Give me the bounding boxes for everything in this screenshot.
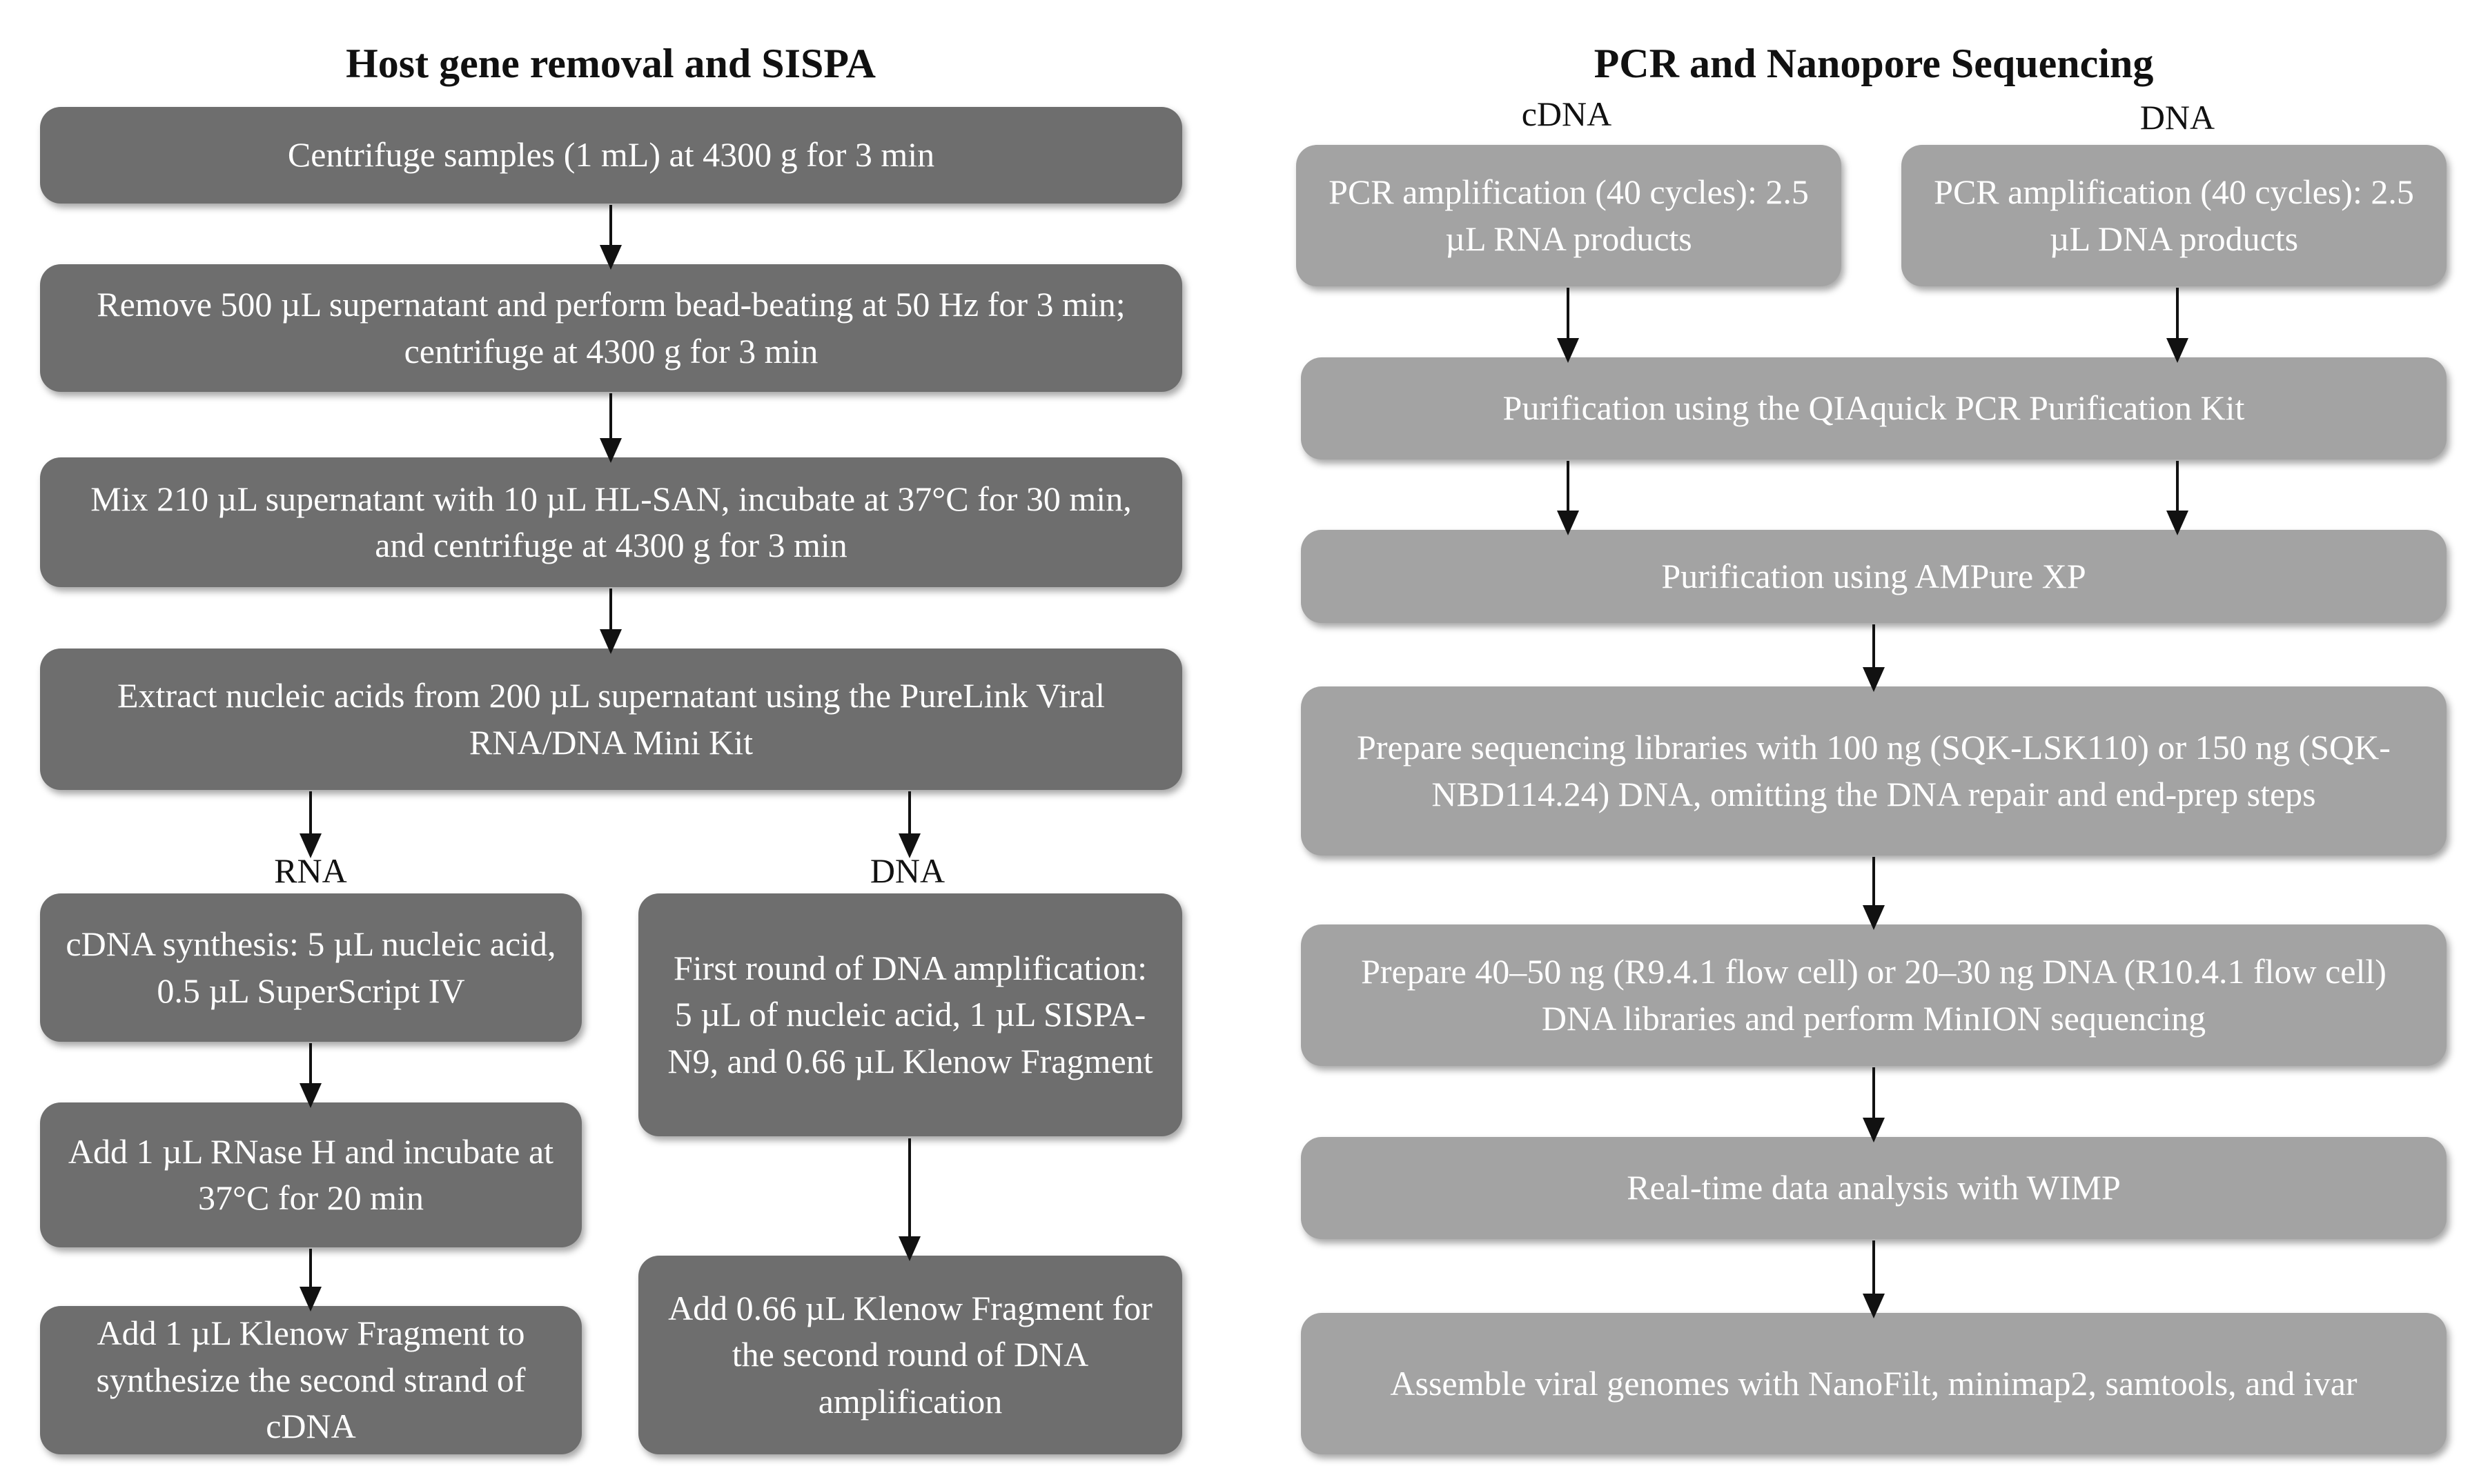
step-klenow-second-strand: Add 1 µL Klenow Fragment to synthesize t… (40, 1306, 582, 1454)
step-second-round-dna-amplification: Add 0.66 µL Klenow Fragment for the seco… (638, 1256, 1182, 1454)
step-wimp-analysis: Real-time data analysis with WIMP (1301, 1137, 2447, 1239)
step-assemble-viral-genomes: Assemble viral genomes with NanoFilt, mi… (1301, 1313, 2447, 1454)
step-rnase-h: Add 1 µL RNase H and incubate at 37°C fo… (40, 1102, 582, 1247)
step-hl-san-incubation: Mix 210 µL supernatant with 10 µL HL-SAN… (40, 457, 1182, 587)
step-bead-beating: Remove 500 µL supernatant and perform be… (40, 264, 1182, 392)
step-extract-nucleic-acids: Extract nucleic acids from 200 µL supern… (40, 649, 1182, 790)
step-qiaquick-purification: Purification using the QIAquick PCR Puri… (1301, 357, 2447, 459)
cdna-column-label: cDNA (1521, 95, 1612, 133)
step-prepare-sequencing-libraries: Prepare sequencing libraries with 100 ng… (1301, 686, 2447, 855)
step-pcr-amplification-rna: PCR amplification (40 cycles): 2.5 µL RN… (1296, 145, 1841, 286)
dna-column-label: DNA (2139, 98, 2215, 137)
step-pcr-amplification-dna: PCR amplification (40 cycles): 2.5 µL DN… (1901, 145, 2447, 286)
rna-branch-label: RNA (274, 851, 347, 890)
step-first-round-dna-amplification: First round of DNA amplification: 5 µL o… (638, 893, 1182, 1136)
step-ampure-purification: Purification using AMPure XP (1301, 530, 2447, 623)
dna-branch-label: DNA (870, 851, 945, 890)
step-cdna-synthesis: cDNA synthesis: 5 µL nucleic acid, 0.5 µ… (40, 893, 582, 1042)
right-panel-title: PCR and Nanopore Sequencing (1594, 41, 2154, 86)
left-panel-title: Host gene removal and SISPA (346, 41, 876, 86)
step-minion-sequencing: Prepare 40–50 ng (R9.4.1 flow cell) or 2… (1301, 924, 2447, 1066)
step-centrifuge-samples: Centrifuge samples (1 mL) at 4300 g for … (40, 107, 1182, 204)
